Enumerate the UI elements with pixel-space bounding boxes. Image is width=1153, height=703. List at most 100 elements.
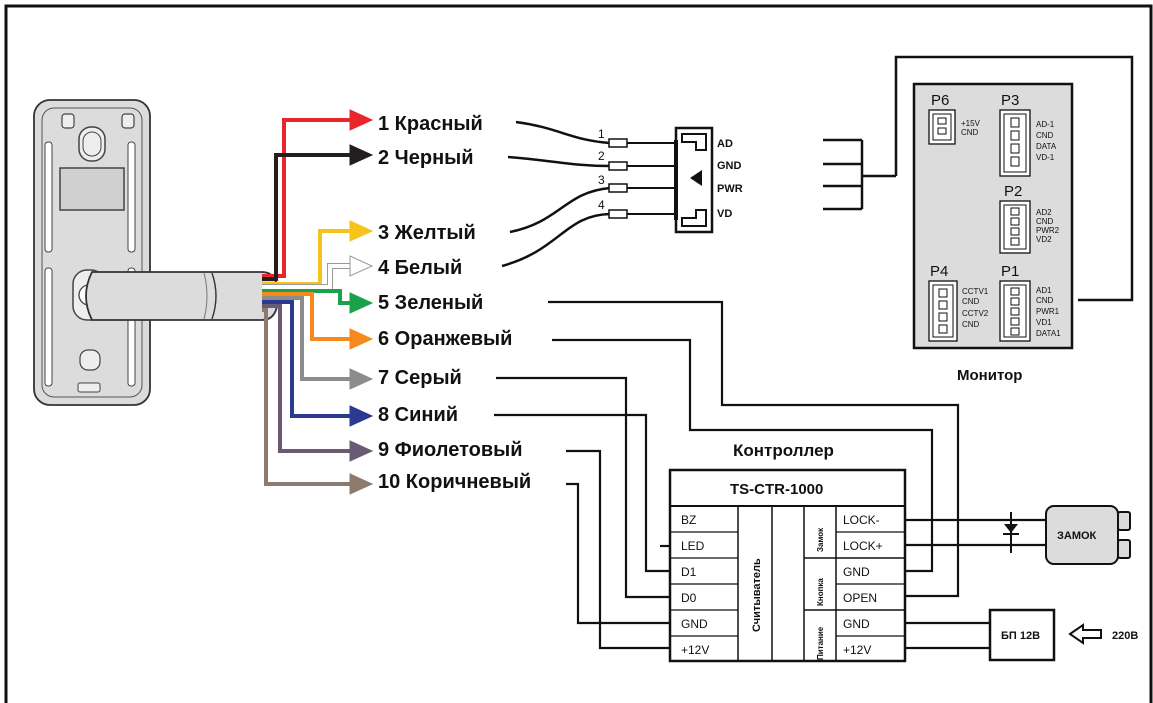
wire-2 <box>262 153 354 281</box>
reader-pin-bz: BZ <box>681 513 696 527</box>
ctrl-pin-lock-plus: LOCK+ <box>843 539 883 553</box>
power-supply <box>988 608 1056 662</box>
wire-7-arrow-icon <box>349 368 374 390</box>
wire-label-8: 8 Синий <box>378 404 458 426</box>
p4-pin-2: CND <box>962 297 980 306</box>
wire-6-arrow-icon <box>349 328 374 350</box>
p2-pin-3: PWR2 <box>1036 226 1060 235</box>
wire-4 <box>262 264 354 289</box>
wire-9 <box>262 304 354 453</box>
ctrl-pin-gnd-power: GND <box>843 617 870 631</box>
reader-pin-led: LED <box>681 539 705 553</box>
monitor-caption: Монитор <box>957 367 1022 384</box>
ctrl-pin-open: OPEN <box>843 591 877 605</box>
p3-pin-3: DATA <box>1036 142 1057 151</box>
reader-group-label: Считыватель <box>751 558 763 632</box>
reader-pin-12v: +12V <box>681 643 709 657</box>
right-pins: LOCK- LOCK+ GND OPEN GND +12V <box>843 513 883 657</box>
port-p2-name: P2 <box>1004 183 1022 200</box>
conn-pin-number-4: 4 <box>598 198 605 212</box>
button-group-label: Кнопка <box>816 578 825 606</box>
wire-4-arrow-icon <box>349 255 374 277</box>
p2-pin-2: CND <box>1036 217 1054 226</box>
p1-pin-4: VD1 <box>1036 318 1052 327</box>
wire-label-4: 4 Белый <box>378 257 462 279</box>
wire-10 <box>262 308 354 486</box>
wire-label-7: 7 Серый <box>378 367 462 389</box>
wire-label-10: 10 Коричневый <box>378 471 531 493</box>
psu-input-label: 220В <box>1112 630 1138 642</box>
monitor-board: P6 +15V CND P3 AD-1 CND DATA VD-1 P2 AD2… <box>912 82 1074 350</box>
wire-7 <box>262 296 354 381</box>
conn-signal-pwr: PWR <box>717 183 743 195</box>
conn-pin-number-2: 2 <box>598 149 605 163</box>
arrow-left-icon <box>1068 623 1102 645</box>
wire-5 <box>262 289 354 305</box>
reader-pin-d1: D1 <box>681 565 697 579</box>
port-p6-name: P6 <box>931 92 949 109</box>
psu-label: БП 12В <box>1001 630 1040 642</box>
wire-8 <box>262 300 354 418</box>
connector-pin-numbers: 1 2 3 4 <box>598 127 605 212</box>
p3-pin-1: AD-1 <box>1036 120 1055 129</box>
port-p1-name: P1 <box>1001 263 1019 280</box>
p6-pin-2: CND <box>961 128 979 137</box>
controller-box <box>668 468 907 663</box>
diagram-frame <box>4 4 1153 703</box>
ctrl-pin-gnd-button: GND <box>843 565 870 579</box>
wire-label-6: 6 Оранжевый <box>378 328 512 350</box>
wire-6 <box>262 292 354 341</box>
wire-label-9: 9 Фиолетовый <box>378 439 522 461</box>
controller-caption: Контроллер <box>733 441 834 460</box>
wire-label-1: 1 Красный <box>378 113 483 135</box>
p1-pin-1: AD1 <box>1036 286 1052 295</box>
p3-pin-2: CND <box>1036 131 1054 140</box>
wire-labels: 1 Красный 2 Черный 3 Желтый 4 Белый 5 Зе… <box>378 113 531 493</box>
port-p4-name: P4 <box>930 263 948 280</box>
conn-signal-gnd: GND <box>717 160 742 172</box>
lock-group-label: Замок <box>816 527 825 552</box>
wire-2-arrow-icon <box>349 144 374 166</box>
conn-signal-vd: VD <box>717 208 732 220</box>
p2-pin-4: VD2 <box>1036 235 1052 244</box>
p4-pin-4: CND <box>962 320 980 329</box>
monitor-plug-lines <box>823 55 1134 302</box>
p6-pin-1: +15V <box>961 119 981 128</box>
p4-pin-3: CCTV2 <box>962 309 989 318</box>
wire-label-5: 5 Зеленый <box>378 292 483 314</box>
p1-pin-3: PWR1 <box>1036 307 1060 316</box>
conn-pin-number-3: 3 <box>598 173 605 187</box>
diode-icon <box>1003 512 1019 553</box>
connector-signals: AD GND PWR VD <box>717 138 743 220</box>
conn-pin-number-1: 1 <box>598 127 605 141</box>
controller-model: TS-CTR-1000 <box>730 481 823 498</box>
wire-harness <box>262 109 374 495</box>
p2-pin-1: AD2 <box>1036 208 1052 217</box>
wire-10-arrow-icon <box>349 473 374 495</box>
power-group-label: Питание <box>816 626 825 660</box>
connector-cables <box>501 120 611 268</box>
reader-pins: BZ LED D1 D0 GND +12V <box>681 513 709 657</box>
wire-1 <box>262 118 354 278</box>
wire-5-arrow-icon <box>349 292 374 314</box>
controller-wiring <box>494 300 1046 650</box>
p1-pin-5: DATA1 <box>1036 329 1061 338</box>
p4-pin-1: CCTV1 <box>962 287 989 296</box>
conn-signal-ad: AD <box>717 138 733 150</box>
port-p3-name: P3 <box>1001 92 1019 109</box>
wire-label-3: 3 Желтый <box>378 222 476 244</box>
ctrl-pin-lock-minus: LOCK- <box>843 513 880 527</box>
wire-label-2: 2 Черный <box>378 147 474 169</box>
ctrl-pin-12v: +12V <box>843 643 871 657</box>
reader-pin-d0: D0 <box>681 591 697 605</box>
p3-pin-4: VD-1 <box>1036 153 1055 162</box>
wire-8-arrow-icon <box>349 405 374 427</box>
p1-pin-2: CND <box>1036 296 1054 305</box>
wire-9-arrow-icon <box>349 440 374 462</box>
wire-connector <box>608 126 714 234</box>
wire-1-arrow-icon <box>349 109 374 131</box>
lock-device <box>1045 505 1131 565</box>
reader-pin-gnd: GND <box>681 617 708 631</box>
